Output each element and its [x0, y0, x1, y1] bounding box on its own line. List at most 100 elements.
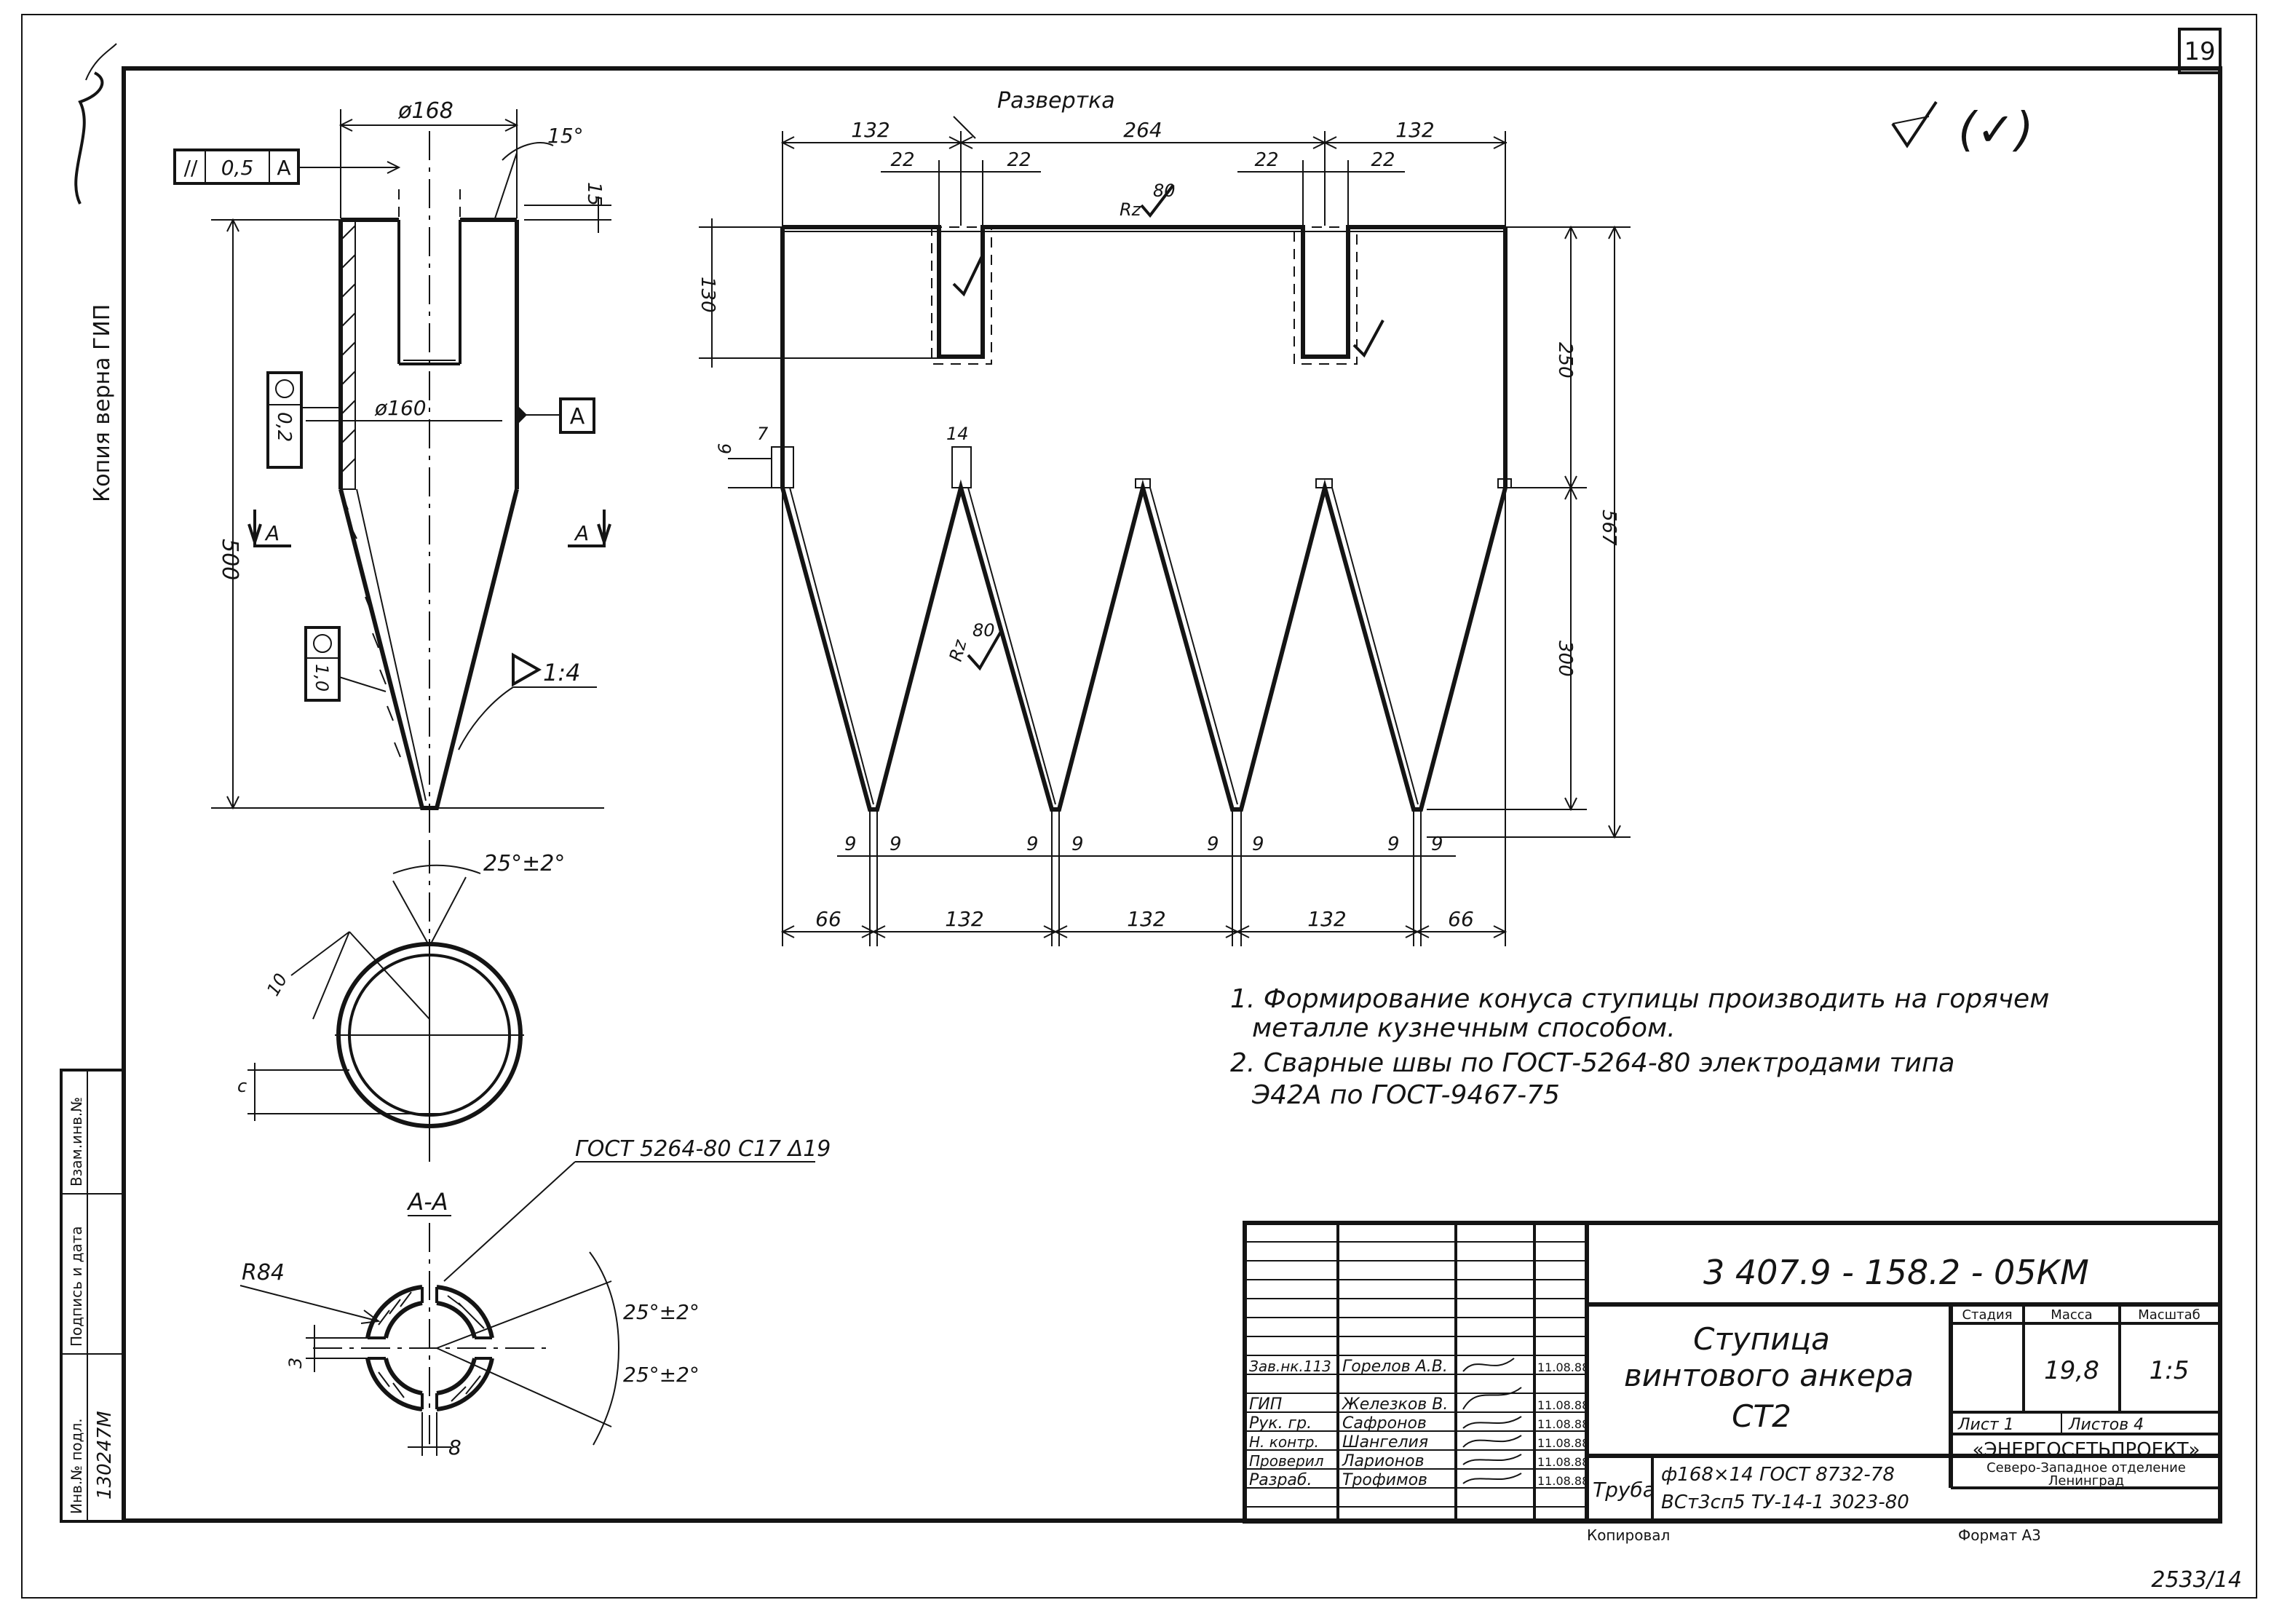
- dim-outer-diameter: ø168: [397, 98, 453, 124]
- dev-tip-9-8: 9: [1431, 833, 1443, 855]
- dev-sub-dim-4: 22: [1371, 149, 1395, 171]
- top-view-dim-c: с: [237, 1076, 247, 1096]
- roughness-value-2: 80: [972, 620, 995, 641]
- signature-icon: [1462, 1473, 1522, 1484]
- dim-slot-depth: 15: [583, 182, 605, 206]
- dev-slot-depth: 130: [697, 277, 718, 313]
- inspection-mark: (✓): [1891, 100, 2034, 157]
- bottom-code: 2533/14: [2151, 1567, 2242, 1593]
- signer-name-4: Шангелия: [1342, 1433, 1428, 1451]
- copied-label: Копировал: [1587, 1526, 1670, 1544]
- note-line-4: Э42А по ГОСТ-9467-75: [1251, 1080, 1560, 1110]
- signer-date-2: 11.08.88: [1537, 1398, 1589, 1412]
- dev-bottom-dim-5: 66: [1448, 907, 1474, 931]
- notes: 1. Формирование конуса ступицы производи…: [1230, 984, 2049, 1110]
- dev-sub-dim-3: 22: [1254, 149, 1278, 171]
- signer-role-1: Зав.нк.113: [1249, 1358, 1331, 1375]
- title-block: Зав.нк.113 Горелов А.В. 11.08.88 ГИП Жел…: [1243, 1221, 2222, 1544]
- dev-right-dim-2: 567: [1598, 510, 1620, 546]
- signer-name-1: Горелов А.В.: [1342, 1358, 1448, 1376]
- dev-right-dim-1: 250: [1554, 342, 1576, 379]
- datum-tag: A: [570, 404, 585, 429]
- org-line-2: Северо-Западное отделение: [1986, 1460, 2186, 1476]
- roughness-icon: [952, 254, 984, 297]
- signature-icon: [1462, 1454, 1522, 1465]
- copy-verified-text: Копия верна ГИП: [90, 304, 115, 502]
- section-angle-top: 25°±2°: [623, 1300, 700, 1324]
- scale-label: Масштаб: [2138, 1307, 2200, 1323]
- section-radius: R84: [242, 1260, 285, 1286]
- signature-icon: [1462, 1387, 1522, 1410]
- dev-top-dim-right: 132: [1395, 118, 1434, 142]
- swap-inv-label: Взам.инв.№: [68, 1097, 85, 1187]
- signature-icon: [1462, 1416, 1522, 1429]
- inv-no-label: Инв.№ подл.: [68, 1418, 85, 1514]
- section-left: A: [264, 521, 280, 545]
- signer-name-5: Ларионов: [1342, 1452, 1425, 1470]
- note-line-2: металле кузнечным способом.: [1252, 1013, 1676, 1043]
- dev-tip-dim-3: 14: [946, 424, 969, 444]
- inspection-mark-text: (✓): [1958, 103, 2034, 157]
- taper-icon: [512, 652, 542, 687]
- section-b-dim: 8: [448, 1435, 461, 1459]
- check-icon: [1891, 100, 1938, 148]
- roughness-icon: [1352, 320, 1384, 358]
- dev-tip-9-2: 9: [890, 833, 902, 855]
- roughness-prefix-2: Rz: [946, 637, 971, 664]
- section-angle-bottom: 25°±2°: [623, 1363, 700, 1387]
- development-title: Развертка: [997, 88, 1115, 114]
- dev-bottom-dim-3: 132: [1127, 907, 1165, 931]
- signer-date-5: 11.08.88: [1537, 1455, 1589, 1469]
- dev-tip-9-6: 9: [1252, 833, 1264, 855]
- note-line-3: 2. Сварные швы по ГОСТ-5264-80 электрода…: [1230, 1048, 1954, 1078]
- section-gap-dim: 3: [285, 1358, 306, 1368]
- signature-icon: [1462, 1435, 1522, 1448]
- tol-round-value: 0,2: [273, 412, 295, 442]
- page-number: 19: [2184, 37, 2215, 66]
- sheet-label: Лист 1: [1957, 1416, 2014, 1434]
- format-label: Формат А3: [1958, 1526, 2041, 1544]
- dim-height: 500: [217, 539, 242, 580]
- material-line-2: ВСт3сп5 ТУ-14-1 3023-80: [1661, 1492, 1909, 1513]
- signature-icon: [1462, 1358, 1515, 1372]
- signer-role-2: ГИП: [1249, 1395, 1282, 1414]
- signer-name-2: Железков В.: [1341, 1395, 1448, 1414]
- tol-parallel-value: 0,5: [221, 156, 254, 180]
- parallel-icon: //: [184, 156, 198, 180]
- sign-date-label: Подпись и дата: [68, 1226, 85, 1347]
- dev-tip-9-3: 9: [1026, 833, 1039, 855]
- signer-role-5: Проверил: [1249, 1452, 1324, 1470]
- scale-value: 1:5: [2150, 1356, 2190, 1385]
- roughness-value: 80: [1153, 181, 1176, 201]
- development-view: Развертка 132 264 132 22 22 22 22 130: [697, 88, 1631, 946]
- section-view: A-A ГОСТ 5264-80 С17 Δ19 R84 25°±2° 25°±…: [239, 1136, 831, 1459]
- signer-name-6: Трофимов: [1342, 1471, 1427, 1489]
- dev-tip-9-4: 9: [1071, 833, 1084, 855]
- doc-code: 3 407.9 - 158.2 - 05КМ: [1703, 1253, 2089, 1292]
- tol-parallel-datum: A: [277, 156, 290, 180]
- org-name: «ЭНЕРГОСЕТЬПРОЕКТ»: [1973, 1439, 2200, 1461]
- dev-right-dim-3: 300: [1554, 641, 1576, 677]
- side-view: 500 ø168 15° 15 ø160 // 0,5 A 0,2: [173, 98, 611, 859]
- signer-role-3: Рук. гр.: [1249, 1414, 1312, 1433]
- product-name-3: СТ2: [1732, 1398, 1791, 1434]
- dev-top-dim-middle: 264: [1123, 118, 1162, 142]
- side-stamp: Копия верна ГИП Взам.инв.№ Подпись и дат…: [60, 43, 125, 1523]
- dev-tip-9-5: 9: [1207, 833, 1219, 855]
- sheet-frame: 19 2533/14: [21, 14, 2257, 1599]
- top-view-small-dim: 10: [263, 970, 292, 999]
- roughness-icon: [967, 630, 1003, 671]
- mass-label: Масса: [2051, 1307, 2092, 1323]
- dev-tip-dim-2: 6: [715, 443, 735, 454]
- top-view-angle: 25°±2°: [483, 851, 565, 876]
- dev-bottom-dim-1: 66: [815, 907, 841, 931]
- dim-angle: 15°: [547, 124, 584, 148]
- dev-bottom-dim-4: 132: [1307, 907, 1346, 931]
- material-line-1: ф168×14 ГОСТ 8732-78: [1661, 1464, 1895, 1486]
- section-right: A: [574, 521, 589, 545]
- signer-role-6: Разраб.: [1249, 1471, 1312, 1489]
- dev-sub-dim-2: 22: [1007, 149, 1031, 171]
- section-title: A-A: [406, 1188, 448, 1216]
- roughness-icon: [1140, 183, 1175, 218]
